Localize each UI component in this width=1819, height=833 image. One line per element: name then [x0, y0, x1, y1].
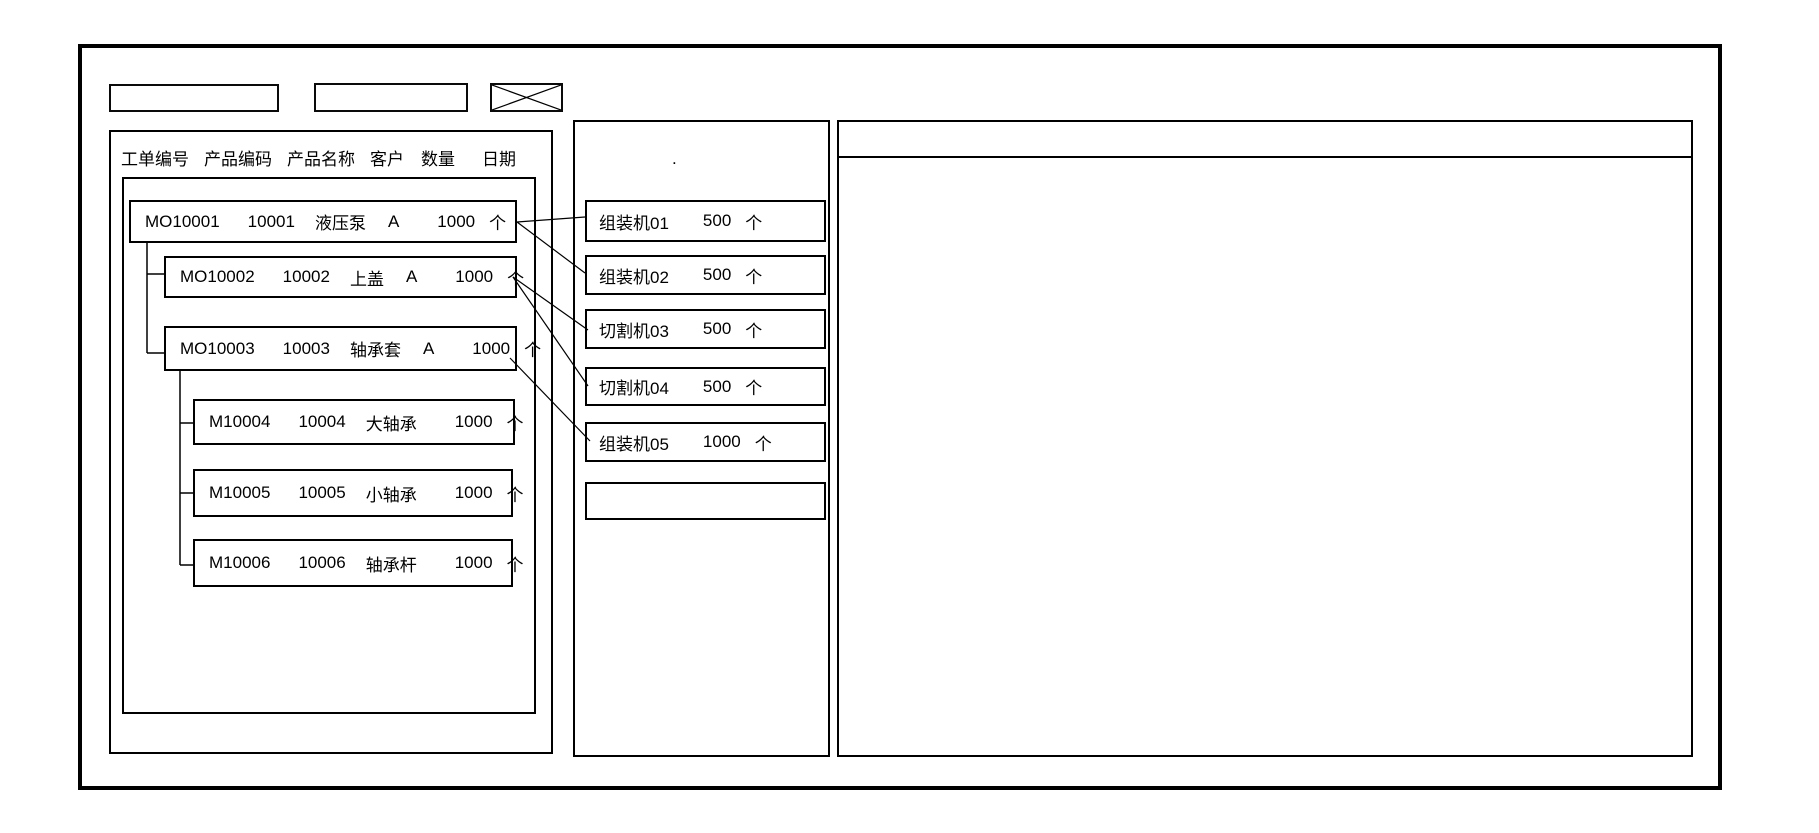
machine-box-2[interactable]: 组装机02 500 个: [585, 255, 826, 295]
work-order-box-5[interactable]: M10005 10005 小轴承 1000 个: [193, 469, 524, 517]
order-id: M10004: [209, 412, 271, 431]
order-product-name: 轴承套: [349, 341, 401, 360]
machine-name: 切割机04: [599, 379, 669, 398]
order-unit: 个: [489, 214, 507, 233]
machine-qty: 1000: [702, 432, 741, 451]
machine-qty: 500: [702, 376, 732, 396]
machine-box-4[interactable]: 切割机04 500 个: [585, 367, 826, 406]
order-product-name: 小轴承: [365, 485, 417, 505]
order-id: M10006: [209, 553, 271, 572]
col-header-quantity: 数量: [421, 150, 455, 169]
order-customer: A: [405, 267, 418, 286]
order-qty: 1000: [454, 553, 493, 572]
order-id: MO10001: [145, 211, 220, 231]
col-header-customer: 客户: [370, 150, 404, 169]
order-qty: 1000: [454, 483, 493, 502]
col-header-date: 日期: [482, 150, 516, 169]
machine-box-3[interactable]: 切割机03 500 个: [585, 309, 826, 349]
order-product-code: 10002: [282, 267, 330, 286]
topbar-field-1[interactable]: [109, 84, 279, 112]
order-qty: 1000: [472, 338, 511, 358]
order-product-name: 液压泵: [314, 214, 366, 233]
col-header-order-id: 工单编号: [121, 150, 189, 169]
order-unit: 个: [507, 269, 525, 289]
detail-panel-header-divider: [837, 156, 1693, 158]
order-customer: A: [422, 338, 435, 358]
order-product-code: 10003: [282, 338, 330, 358]
work-order-box-1[interactable]: MO10001 10001 液压泵 A 1000 个: [129, 200, 517, 243]
order-qty: 1000: [455, 267, 494, 286]
order-unit: 个: [506, 485, 524, 505]
machine-name: 切割机03: [599, 321, 669, 341]
order-product-code: 10004: [298, 412, 346, 431]
order-unit: 个: [506, 555, 524, 575]
stray-dot-mark: .: [672, 149, 677, 168]
order-unit: 个: [524, 341, 542, 360]
col-header-product-name: 产品名称: [287, 150, 355, 169]
machine-qty: 500: [702, 319, 732, 338]
order-id: M10005: [209, 483, 271, 502]
work-order-box-3[interactable]: MO10003 10003 轴承套 A 1000 个: [164, 326, 541, 371]
machine-unit: 个: [745, 379, 763, 398]
order-qty: 1000: [454, 412, 493, 431]
order-product-code: 10006: [298, 553, 346, 572]
machine-name: 组装机01: [599, 213, 669, 233]
machine-box-empty[interactable]: [585, 482, 826, 520]
machine-unit: 个: [745, 267, 763, 287]
order-product-code: 10001: [247, 211, 295, 231]
order-product-name: 大轴承: [365, 414, 417, 434]
order-id: MO10003: [180, 338, 255, 358]
work-order-box-2[interactable]: MO10002 10002 上盖 A 1000 个: [164, 256, 524, 298]
column-header-row: 工单编号产品编码产品名称客户数量 日期: [121, 145, 516, 170]
work-order-box-4[interactable]: M10004 10004 大轴承 1000 个: [193, 399, 524, 445]
close-button[interactable]: [490, 83, 563, 112]
topbar-field-2[interactable]: [314, 83, 468, 112]
machine-qty: 500: [702, 265, 732, 284]
col-header-product-code: 产品编码: [204, 150, 272, 169]
machine-name: 组装机02: [599, 267, 669, 287]
order-product-code: 10005: [298, 483, 346, 502]
work-order-box-6[interactable]: M10006 10006 轴承杆 1000 个: [193, 539, 524, 587]
machine-qty: 500: [702, 211, 732, 230]
close-x-icon: [492, 85, 561, 110]
detail-panel: [837, 120, 1693, 757]
machine-box-5[interactable]: 组装机05 1000 个: [585, 422, 826, 462]
order-product-name: 轴承杆: [365, 555, 417, 575]
order-customer: A: [387, 211, 400, 231]
order-unit: 个: [506, 414, 524, 434]
machine-name: 组装机05: [599, 434, 669, 454]
order-id: MO10002: [180, 267, 255, 286]
machine-unit: 个: [745, 213, 763, 233]
order-qty: 1000: [437, 211, 476, 231]
order-product-name: 上盖: [349, 269, 384, 289]
machine-unit: 个: [754, 434, 772, 454]
machine-unit: 个: [745, 321, 763, 341]
machine-box-1[interactable]: 组装机01 500 个: [585, 200, 826, 242]
